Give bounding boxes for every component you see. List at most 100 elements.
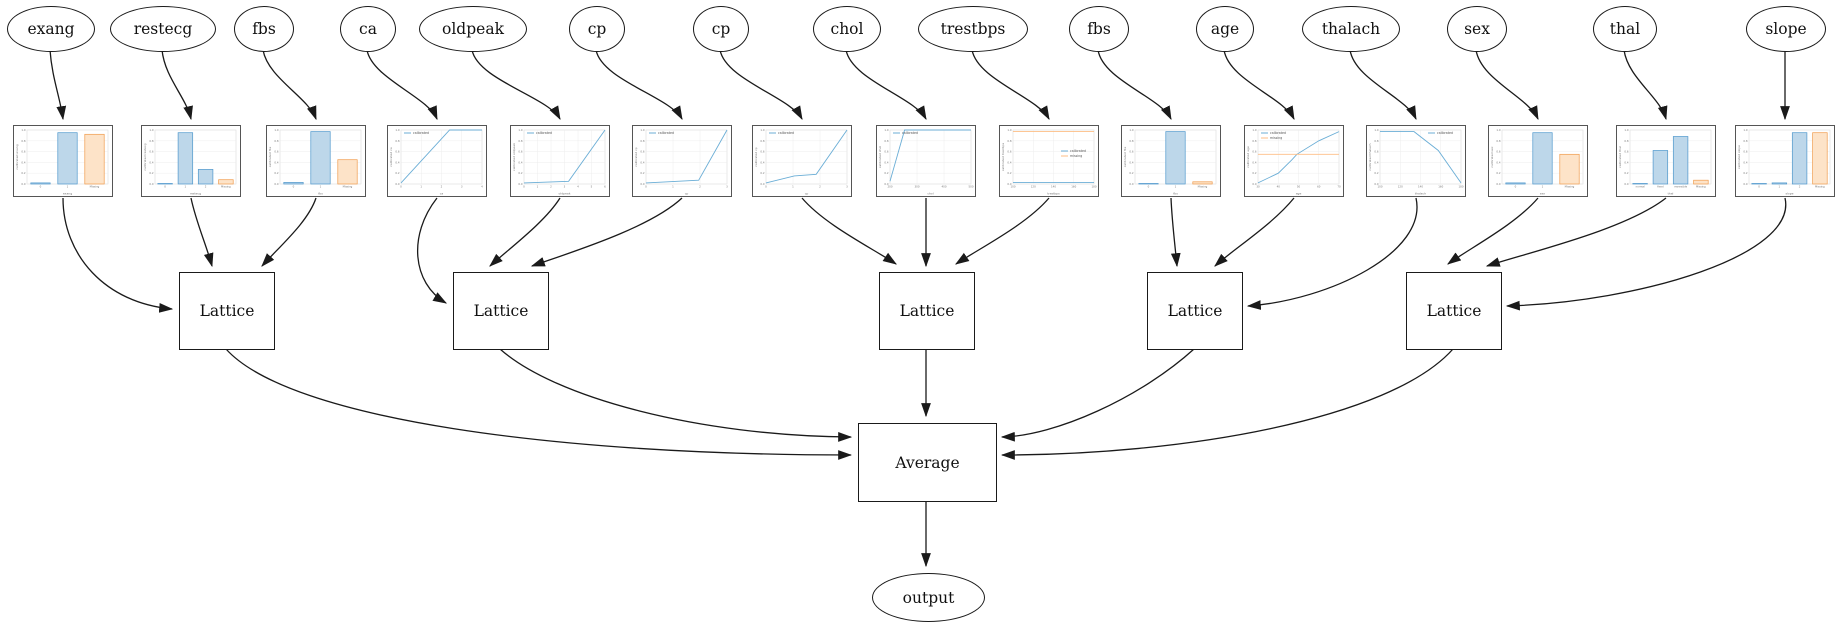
- svg-text:1: 1: [1175, 184, 1177, 188]
- svg-text:0: 0: [293, 184, 295, 188]
- svg-text:0.0: 0.0: [640, 182, 644, 186]
- svg-text:0.2: 0.2: [884, 171, 888, 175]
- feature-label: exang: [27, 20, 75, 38]
- lattice-node-4: Lattice: [1147, 272, 1243, 350]
- svg-text:2: 2: [819, 184, 821, 188]
- feature-node-fbs-2: fbs: [1069, 6, 1129, 52]
- feature-node-slope: slope: [1746, 6, 1826, 52]
- svg-text:Missing: Missing: [90, 184, 100, 188]
- svg-text:0.4: 0.4: [1374, 160, 1378, 164]
- svg-text:120: 120: [1398, 184, 1403, 188]
- svg-text:4: 4: [577, 184, 579, 188]
- svg-text:0.6: 0.6: [1007, 150, 1011, 154]
- svg-text:0.0: 0.0: [395, 182, 399, 186]
- output-node: output: [872, 573, 985, 622]
- svg-text:0.0: 0.0: [1496, 182, 1500, 186]
- svg-text:0.0: 0.0: [1129, 182, 1133, 186]
- svg-text:calibrated chol: calibrated chol: [878, 146, 882, 168]
- svg-text:0.6: 0.6: [1252, 150, 1256, 154]
- feature-label: ca: [359, 20, 377, 38]
- feature-label: cp: [587, 20, 607, 38]
- feature-label: thalach: [1321, 20, 1381, 38]
- feature-node-cp: cp: [569, 6, 625, 52]
- svg-text:0.8: 0.8: [518, 139, 522, 143]
- svg-text:0.8: 0.8: [1624, 139, 1628, 143]
- svg-text:6: 6: [604, 184, 606, 188]
- svg-text:1.0: 1.0: [21, 128, 25, 132]
- svg-text:0.4: 0.4: [274, 160, 278, 164]
- svg-text:4: 4: [481, 184, 483, 188]
- svg-text:0.4: 0.4: [21, 160, 25, 164]
- svg-text:0.6: 0.6: [149, 150, 153, 154]
- svg-text:ca: ca: [440, 192, 444, 196]
- svg-text:missing: missing: [1270, 136, 1282, 140]
- svg-text:0.2: 0.2: [1624, 171, 1628, 175]
- svg-text:180: 180: [1459, 184, 1464, 188]
- svg-text:2: 2: [441, 184, 443, 188]
- svg-text:0.2: 0.2: [1129, 171, 1133, 175]
- svg-text:1.0: 1.0: [884, 128, 888, 132]
- svg-text:1: 1: [672, 184, 674, 188]
- svg-text:0.2: 0.2: [1743, 171, 1747, 175]
- lattice-node-1: Lattice: [179, 272, 275, 350]
- lattice-node-2: Lattice: [453, 272, 549, 350]
- svg-text:0.8: 0.8: [1252, 139, 1256, 143]
- svg-text:0.2: 0.2: [1252, 171, 1256, 175]
- svg-text:0.6: 0.6: [518, 150, 522, 154]
- feature-label: age: [1210, 20, 1240, 38]
- svg-text:0.4: 0.4: [640, 160, 644, 164]
- svg-text:1: 1: [537, 184, 539, 188]
- feature-node-ca: ca: [340, 6, 396, 52]
- svg-text:0.6: 0.6: [884, 150, 888, 154]
- svg-text:0.0: 0.0: [1743, 182, 1747, 186]
- svg-text:1: 1: [67, 184, 69, 188]
- svg-text:1.0: 1.0: [518, 128, 522, 132]
- svg-text:0: 0: [164, 184, 166, 188]
- svg-text:0.2: 0.2: [640, 171, 644, 175]
- svg-text:0: 0: [523, 184, 525, 188]
- svg-text:calibrated: calibrated: [1437, 131, 1453, 135]
- svg-text:calibrated thal: calibrated thal: [1618, 146, 1622, 168]
- svg-text:calibrated: calibrated: [902, 131, 918, 135]
- svg-text:fixed: fixed: [1657, 184, 1664, 188]
- svg-text:0.0: 0.0: [274, 182, 278, 186]
- svg-text:1.0: 1.0: [1624, 128, 1628, 132]
- svg-text:0.6: 0.6: [1496, 150, 1500, 154]
- svg-text:0.4: 0.4: [149, 160, 153, 164]
- svg-text:0.0: 0.0: [518, 182, 522, 186]
- svg-text:2: 2: [699, 184, 701, 188]
- lattice-label: Lattice: [473, 302, 529, 320]
- average-node: Average: [858, 423, 997, 502]
- svg-text:400: 400: [942, 184, 947, 188]
- svg-text:0: 0: [400, 184, 402, 188]
- svg-text:age: age: [1296, 192, 1302, 196]
- svg-text:30: 30: [1256, 184, 1260, 188]
- svg-text:500: 500: [969, 184, 974, 188]
- svg-text:0.4: 0.4: [1252, 160, 1256, 164]
- svg-text:1.0: 1.0: [395, 128, 399, 132]
- lattice-node-5: Lattice: [1406, 272, 1502, 350]
- feature-label: slope: [1765, 20, 1807, 38]
- output-label: output: [902, 588, 955, 607]
- svg-text:Missing: Missing: [343, 184, 353, 188]
- feature-label: fbs: [252, 20, 276, 38]
- svg-text:0.6: 0.6: [21, 150, 25, 154]
- svg-text:0.0: 0.0: [1007, 182, 1011, 186]
- svg-text:180: 180: [1092, 184, 1097, 188]
- svg-text:reversible: reversible: [1674, 184, 1687, 188]
- svg-text:0.8: 0.8: [149, 139, 153, 143]
- feature-node-exang: exang: [7, 6, 95, 52]
- svg-text:Missing: Missing: [1198, 184, 1208, 188]
- feature-node-thal: thal: [1593, 6, 1657, 52]
- svg-text:5: 5: [591, 184, 593, 188]
- svg-text:60: 60: [1317, 184, 1321, 188]
- svg-text:0.2: 0.2: [518, 171, 522, 175]
